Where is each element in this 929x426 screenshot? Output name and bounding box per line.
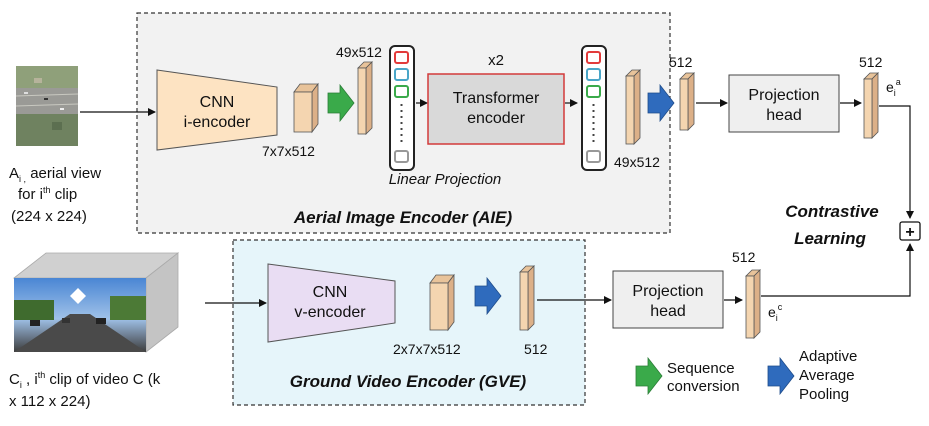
feature-cube-7x7x512 bbox=[293, 82, 319, 134]
legend-green-label-2: conversion bbox=[667, 378, 740, 395]
embedding-bar-gve bbox=[745, 269, 761, 339]
legend-green-arrow bbox=[635, 356, 663, 396]
transformer-label-1: Transformer bbox=[453, 90, 540, 107]
embedding-label-gve: eic bbox=[768, 302, 783, 323]
connector-gve-to-plus bbox=[761, 243, 914, 297]
pooling-arrow-gve bbox=[474, 276, 502, 316]
cnn-i-label-2: i-encoder bbox=[184, 114, 251, 131]
gve-title: Ground Video Encoder (GVE) bbox=[290, 372, 527, 391]
projection-head-gve bbox=[612, 270, 724, 329]
sequence-bar-49x512 bbox=[357, 61, 373, 135]
transformer-label-2: encoder bbox=[467, 110, 525, 127]
projection-aie-label-1: Projection bbox=[748, 87, 819, 104]
pooled-bar-aie-512 bbox=[679, 72, 695, 131]
connector-aie-to-plus bbox=[879, 105, 914, 219]
aerial-caption-line3: (224 x 224) bbox=[11, 208, 87, 225]
contrastive-plus-box bbox=[899, 221, 921, 241]
token-list-1 bbox=[389, 45, 415, 171]
legend-green-label-1: Sequence bbox=[667, 360, 735, 377]
aerial-caption-line1: Ai , aerial view bbox=[9, 165, 101, 184]
legend-blue-label-2: Average bbox=[799, 367, 855, 384]
cnn-v-encoder bbox=[267, 263, 396, 343]
contrastive-plus-symbol: + bbox=[905, 224, 914, 241]
token-list-2 bbox=[581, 45, 607, 171]
contrastive-label-2: Learning bbox=[794, 229, 866, 248]
cnn-i-label-1: CNN bbox=[200, 94, 235, 111]
aie-title: Aerial Image Encoder (AIE) bbox=[293, 208, 513, 227]
feature-dim-2x7x7x512: 2x7x7x512 bbox=[393, 341, 461, 357]
transformer-repeat-label: x2 bbox=[488, 52, 504, 69]
projection-gve-label-2: head bbox=[650, 303, 686, 320]
pooled-dim-aie-512: 512 bbox=[669, 54, 693, 70]
contrastive-label-1: Contrastive bbox=[785, 202, 879, 221]
linear-projection-label: Linear Projection bbox=[389, 171, 502, 188]
feature-cube-2x7x7x512 bbox=[429, 273, 455, 332]
sequence-2-dim-49x512: 49x512 bbox=[614, 154, 660, 170]
embedding-label-aie: eia bbox=[886, 77, 901, 98]
sequence-dim-49x512: 49x512 bbox=[336, 44, 382, 60]
feature-dim-7x7x512: 7x7x512 bbox=[262, 143, 315, 159]
sequence-bar-2-49x512 bbox=[625, 69, 641, 145]
legend-blue-label-3: Pooling bbox=[799, 386, 849, 403]
ground-video-clip bbox=[12, 252, 180, 353]
pooled-dim-gve-512: 512 bbox=[524, 341, 548, 357]
embedding-bar-aie bbox=[863, 72, 879, 139]
ground-caption-line2: x 112 x 224) bbox=[9, 393, 90, 410]
projection-gve-label-1: Projection bbox=[632, 283, 703, 300]
aerial-caption-line2: for ith clip bbox=[18, 185, 77, 203]
cnn-i-encoder bbox=[156, 69, 278, 151]
pooled-bar-gve-512 bbox=[519, 265, 535, 331]
embedding-dim-aie: 512 bbox=[859, 54, 883, 70]
transformer-encoder bbox=[427, 73, 565, 145]
sequence-conversion-arrow bbox=[327, 83, 355, 123]
projection-head-aie bbox=[728, 74, 840, 133]
ground-caption-line1: Ci , ith clip of video C (k bbox=[9, 370, 161, 390]
embedding-dim-gve: 512 bbox=[732, 249, 756, 265]
legend-blue-arrow bbox=[767, 356, 795, 396]
cnn-v-label-2: v-encoder bbox=[294, 304, 366, 321]
cnn-v-label-1: CNN bbox=[313, 284, 348, 301]
aerial-image bbox=[15, 66, 79, 146]
legend-blue-label-1: Adaptive bbox=[799, 348, 857, 365]
pooling-arrow-aie bbox=[647, 83, 675, 123]
projection-aie-label-2: head bbox=[766, 107, 802, 124]
